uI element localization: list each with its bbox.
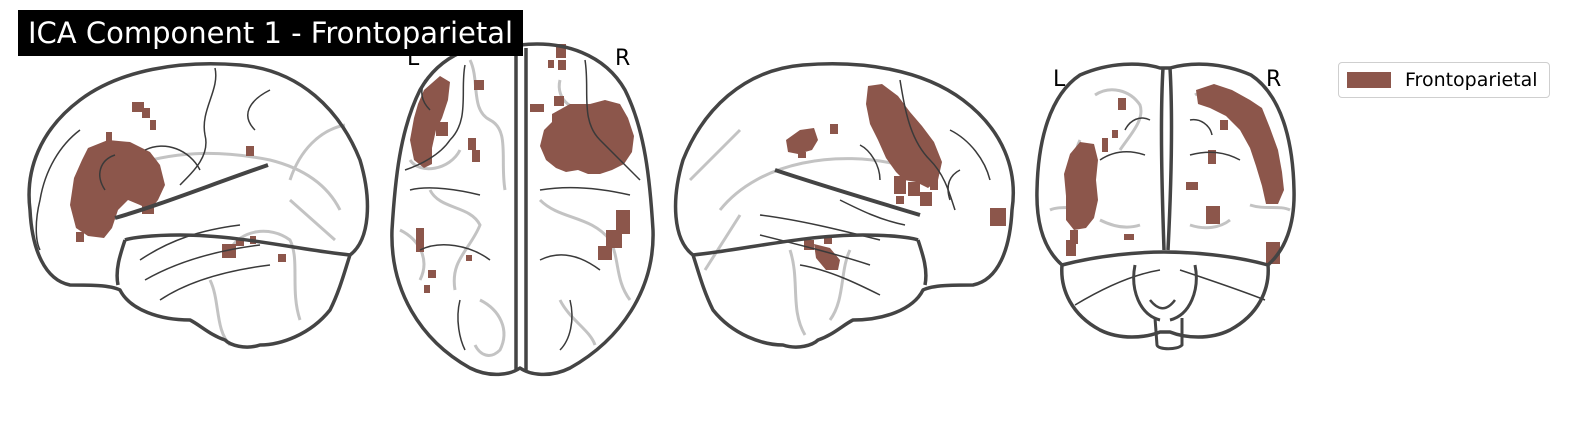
legend-label: Frontoparietal — [1405, 69, 1538, 91]
legend-swatch — [1347, 72, 1391, 88]
hemisphere-divide — [1159, 67, 1174, 251]
temporal-lobe-outline — [115, 233, 351, 286]
brain-outline — [1035, 62, 1296, 339]
brain-outline — [390, 42, 655, 377]
glass-contour — [119, 123, 346, 347]
view-axial: L R — [390, 42, 655, 377]
activation-cluster — [1064, 84, 1284, 264]
figure-title: ICA Component 1 - Frontoparietal — [18, 10, 524, 56]
brainstem-outline — [1153, 317, 1184, 351]
sulci-lines — [35, 67, 271, 301]
brain-outline — [673, 62, 1015, 349]
sulci-lines — [404, 59, 641, 351]
cerebrum-base — [1061, 250, 1269, 267]
activation-cluster — [786, 84, 1006, 270]
sylvian-fissure — [774, 168, 921, 217]
axial-right-label: R — [615, 46, 630, 71]
midline — [514, 48, 528, 370]
glass-contour — [688, 128, 901, 336]
view-sagittal-right — [673, 62, 1015, 349]
view-coronal: L R — [1035, 62, 1296, 351]
brainstem-bottom — [1149, 299, 1176, 310]
cerebellum-outline — [1132, 264, 1198, 322]
view-sagittal-left — [27, 62, 370, 349]
activation-cluster — [410, 44, 634, 293]
legend: Frontoparietal — [1338, 62, 1550, 98]
sulci-lines — [1074, 117, 1266, 306]
coronal-left-label: L — [1053, 67, 1066, 92]
brain-outline — [27, 62, 370, 349]
coronal-right-label: R — [1266, 67, 1281, 92]
activation-cluster — [70, 102, 286, 262]
temporal-lobe-outline — [692, 233, 928, 286]
sylvian-fissure — [114, 163, 269, 220]
